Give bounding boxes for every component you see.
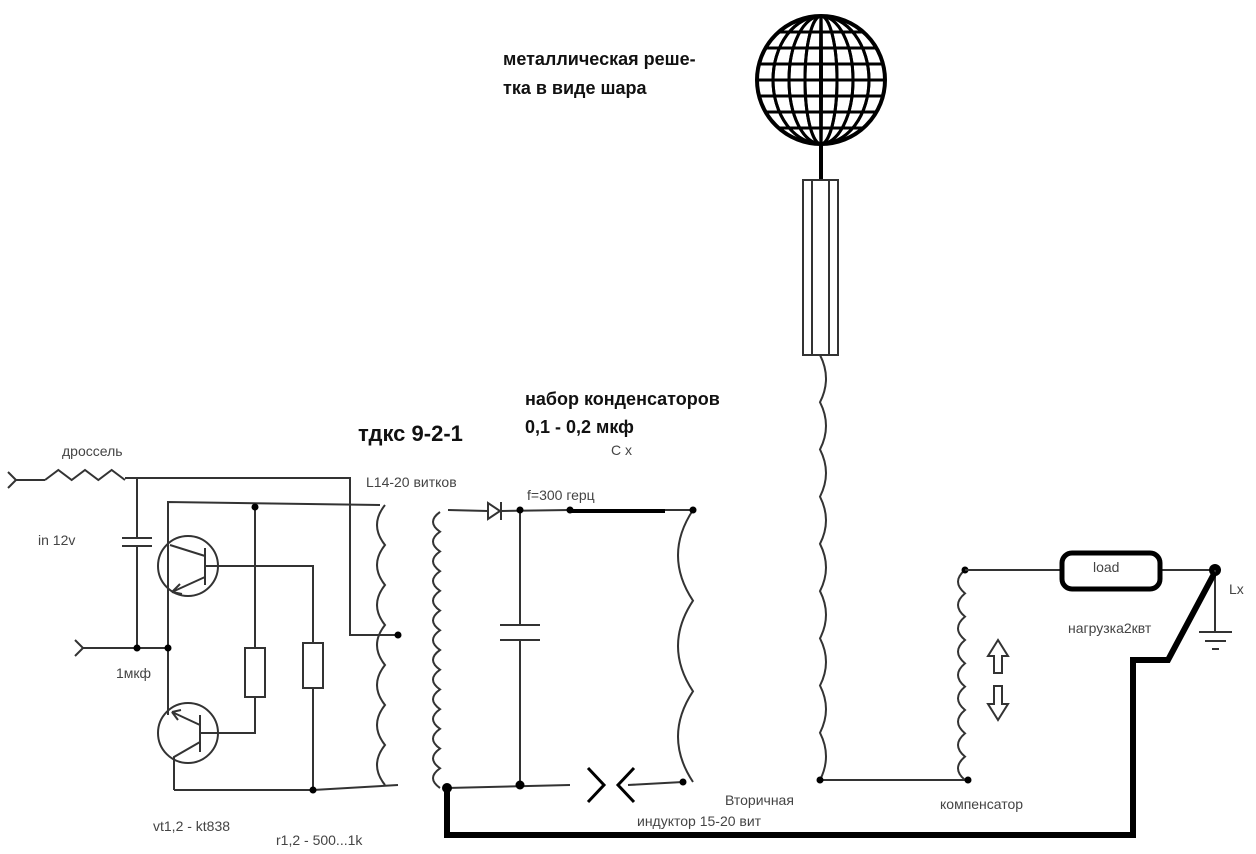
- sphere-label: металлическая реше-: [503, 49, 696, 69]
- spark-gap: [586, 766, 636, 804]
- diode: [487, 501, 502, 521]
- capacitor-cx: [500, 510, 540, 785]
- capacitor-1uf: [122, 478, 152, 648]
- sphere-grid: [755, 14, 887, 146]
- cx-label: C x: [611, 442, 632, 458]
- adjust-arrows-icon: [986, 685, 1010, 722]
- load-label: load: [1093, 559, 1119, 575]
- transistors-label: vt1,2 - kt838: [153, 818, 230, 834]
- choke-coil: [44, 468, 126, 482]
- thick-return-wire: [444, 570, 1218, 838]
- sphere-label: тка в виде шара: [503, 78, 647, 98]
- resistors-label: r1,2 - 500...1k: [276, 832, 363, 848]
- load-power-label: нагрузка2квт: [1068, 620, 1152, 636]
- lx-label: Lx: [1229, 581, 1244, 597]
- transistor-vt1: [157, 535, 314, 643]
- capacitors-label: набор конденсаторов: [525, 389, 720, 409]
- compensator-coil: [957, 569, 967, 781]
- frequency-label: f=300 герц: [527, 487, 595, 503]
- input-terminal-top: [7, 471, 45, 489]
- transistor-vt2: [157, 648, 256, 790]
- wire-ground: [174, 784, 399, 791]
- load-box: [1059, 550, 1163, 592]
- resistor-r2: [302, 642, 324, 790]
- resistor-r1: [244, 505, 266, 698]
- transformer-label: тдкс 9-2-1: [358, 421, 463, 446]
- input-terminal-bottom: [74, 639, 168, 657]
- ground-icon: [1199, 570, 1232, 650]
- tank-coil: [677, 509, 695, 783]
- secondary-coil: [818, 354, 827, 781]
- capacitors-label: 0,1 - 0,2 мкф: [525, 417, 634, 437]
- transformer-secondary-coil: [432, 511, 442, 789]
- choke-label: дроссель: [62, 443, 123, 459]
- secondary-label: Вторичная: [725, 792, 794, 808]
- compensator-label: компенсатор: [940, 796, 1023, 812]
- wire-supply: [125, 477, 398, 636]
- primary-coil-label: L14-20 витков: [366, 474, 457, 490]
- input-label: in 12v: [38, 532, 75, 548]
- adjust-arrows-icon: [986, 638, 1010, 674]
- secondary-label: индуктор 15-20 вит: [637, 813, 762, 829]
- insulator-tube: [802, 179, 839, 356]
- wire-collector: [167, 500, 381, 648]
- input-cap-label: 1мкф: [116, 665, 151, 681]
- primary-coil: [376, 504, 387, 786]
